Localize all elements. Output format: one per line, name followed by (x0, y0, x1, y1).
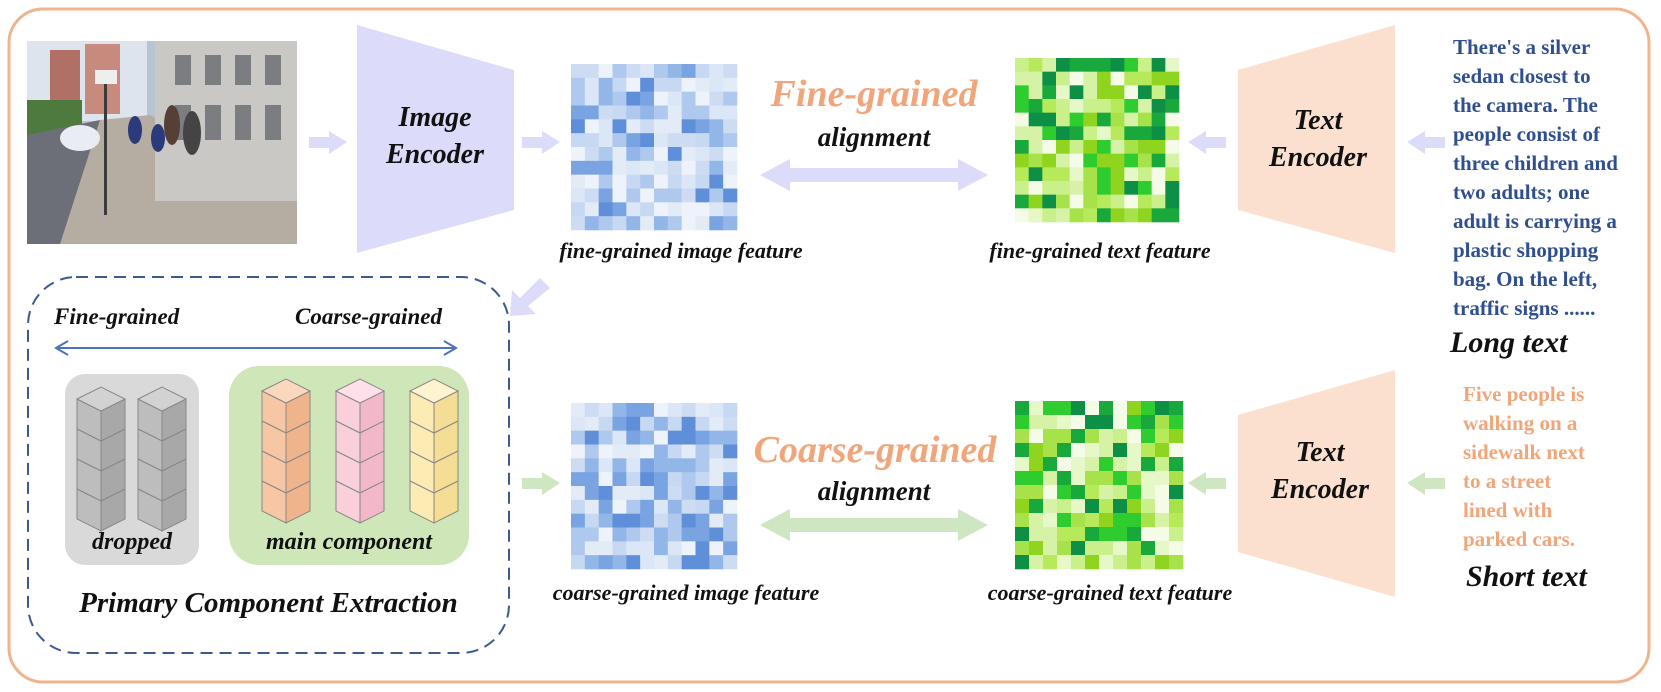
flow-arrow-encoder-to-fine-text (1188, 131, 1226, 154)
short-text-line: parked cars. (1463, 527, 1575, 551)
flow-arrow-encoder-to-fine-image (522, 131, 560, 154)
text-encoder-bottom-block (1238, 370, 1395, 597)
text-encoder-bottom-line1: Text (1295, 437, 1345, 468)
flow-arrow-fine-image-to-pce (510, 278, 550, 316)
coarse-alignment-arrow (760, 509, 988, 541)
fine-alignment-subtitle: alignment (817, 122, 931, 152)
text-encoder-bottom-label: Text Encoder (1250, 434, 1390, 508)
short-text-caption: Short text (1466, 560, 1587, 593)
pce-title: Primary Component Extraction (79, 587, 458, 619)
cube-stack-pink (334, 378, 386, 524)
long-text-paragraph: There's a silver sedan closest to the came… (1453, 33, 1618, 323)
flow-arrow-photo-to-encoder (309, 131, 347, 154)
coarse-alignment-title: Coarse-grained (753, 429, 997, 471)
flow-arrow-short-text-to-encoder (1407, 472, 1445, 495)
pce-coarse-label: Coarse-grained (295, 304, 442, 329)
text-encoder-top-line2: Encoder (1269, 142, 1367, 173)
cube-stack-dropped-1 (75, 386, 127, 532)
pce-dashed-box (27, 276, 510, 654)
granularity-double-arrow (54, 340, 458, 356)
pce-fine-label: Fine-grained (54, 304, 180, 329)
long-text-line: traffic signs ...... (1453, 296, 1596, 320)
short-text-line: Five people is (1463, 382, 1585, 406)
coarse-grained-image-feature-map (571, 403, 738, 570)
short-text-paragraph: Five people is walking on a sidewalk next t… (1463, 380, 1585, 554)
long-text-line: sedan closest to (1453, 64, 1591, 88)
text-encoder-bottom-line2: Encoder (1271, 474, 1369, 505)
image-encoder-label: Image Encoder (365, 99, 505, 173)
cube-stack-dropped-2 (136, 386, 188, 532)
text-encoder-top-line1: Text (1293, 105, 1343, 136)
flow-arrow-long-text-to-encoder (1407, 131, 1445, 154)
long-text-line: plastic shopping (1453, 238, 1599, 262)
long-text-line: bag. On the left, (1453, 267, 1598, 291)
fine-grained-image-feature-map (571, 64, 738, 231)
text-encoder-top-block (1238, 25, 1395, 253)
long-text-line: people consist of (1453, 122, 1600, 146)
short-text-line: sidewalk next (1463, 440, 1585, 464)
long-text-line: the camera. The (1453, 93, 1598, 117)
coarse-alignment-subtitle: alignment (817, 476, 931, 506)
flow-arrow-pce-to-coarse-image (522, 472, 560, 495)
main-component-label: main component (265, 529, 433, 555)
fine-alignment-arrow (760, 159, 988, 191)
long-text-line: three children and (1453, 151, 1618, 175)
component-cubes (75, 378, 460, 532)
long-text-line: two adults; one (1453, 180, 1590, 204)
fine-grained-text-feature-map (1015, 58, 1180, 223)
short-text-line: lined with (1463, 498, 1553, 522)
long-text-line: adult is carrying a (1453, 209, 1617, 233)
image-encoder-line2: Encoder (386, 139, 484, 170)
text-encoder-top-label: Text Encoder (1248, 102, 1388, 176)
outer-frame (7, 7, 1651, 684)
cube-stack-orange (260, 378, 312, 524)
fine-alignment-title: Fine-grained (770, 73, 978, 115)
street-photo (27, 41, 297, 244)
dropped-label: dropped (92, 529, 172, 555)
fine-image-feature-label: fine-grained image feature (559, 238, 803, 263)
coarse-image-feature-label: coarse-grained image feature (552, 580, 820, 605)
short-text-line: walking on a (1463, 411, 1578, 435)
image-encoder-line1: Image (398, 102, 472, 133)
cube-stack-yellow (408, 378, 460, 524)
short-text-line: to a street (1463, 469, 1552, 493)
fine-text-feature-label: fine-grained text feature (989, 238, 1211, 263)
long-text-line: There's a silver (1453, 35, 1591, 59)
coarse-grained-text-feature-map (1015, 401, 1184, 570)
coarse-text-feature-label: coarse-grained text feature (987, 580, 1233, 605)
long-text-caption: Long text (1450, 326, 1568, 359)
flow-arrow-encoder-to-coarse-text (1188, 472, 1226, 495)
image-encoder-block (357, 25, 514, 253)
